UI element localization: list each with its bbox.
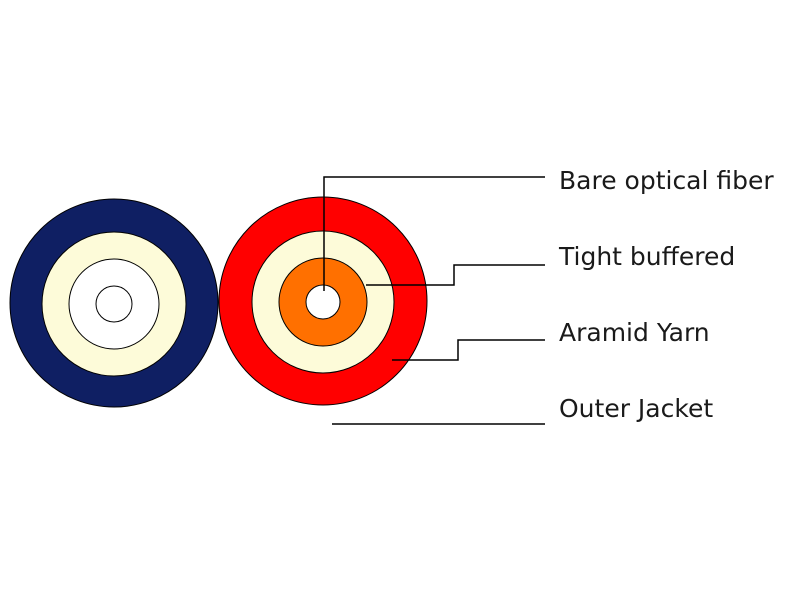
left-bare-fiber-core <box>95 285 133 323</box>
label-aramid-yarn: Aramid Yarn <box>559 318 710 347</box>
label-tight-buffered: Tight buffered <box>559 242 736 271</box>
label-outer-jacket: Outer Jacket <box>559 394 714 423</box>
label-bare-optical-fiber: Bare optical fiber <box>559 166 774 195</box>
right-fiber-cross-section <box>218 196 428 406</box>
leader-lines <box>323 176 545 425</box>
leader-line-bare-fiber <box>323 176 545 291</box>
leader-line-tight-buffered <box>366 264 545 286</box>
leader-line-aramid-yarn <box>392 339 545 361</box>
left-fiber-cross-section <box>9 198 219 408</box>
right-bare-fiber-core <box>305 284 341 320</box>
